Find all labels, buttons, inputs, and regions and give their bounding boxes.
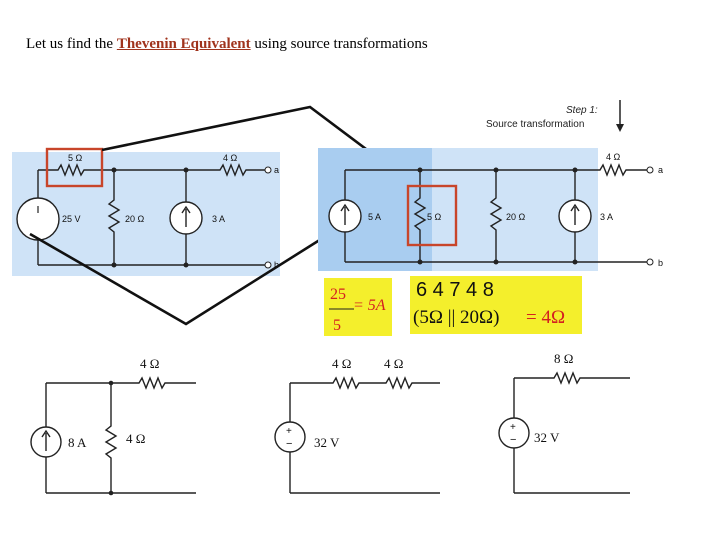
circuit-bottom3: + − 8 Ω 32 V (498, 351, 630, 494)
calc-resistance-top: 6 4 7 4 8 (416, 279, 494, 301)
label-8a: 8 A (68, 435, 87, 450)
calc-current-result: = 5A (353, 297, 386, 314)
label-5a: 5 A (368, 212, 381, 222)
label-5ohm: 5 Ω (68, 153, 83, 163)
label-5ohm-step1: 5 Ω (427, 212, 442, 222)
heading-highlight: Thevenin Equivalent (116, 36, 251, 52)
highlight-box-original (45, 147, 104, 188)
plus-sign-b3: + (510, 422, 516, 433)
label-3a-step1: 3 A (600, 212, 613, 222)
circuit-original: 5 Ω 4 Ω 25 V 20 Ω 3 A a b (12, 147, 280, 276)
label-4ohm-b1: 4 Ω (140, 356, 159, 371)
label-3a: 3 A (212, 214, 225, 224)
label-4ohm-b2a: 4 Ω (332, 356, 351, 371)
calc-resistance-expression: (5Ω || 20Ω) (413, 307, 500, 328)
calc-denominator: 5 (333, 317, 341, 334)
label-20ohm-step1: 20 Ω (506, 212, 526, 222)
step-subtitle: Source transformation (486, 119, 584, 130)
circuit-bottom1: 4 Ω 8 A 4 Ω (30, 356, 196, 496)
voltage-source-25v (16, 197, 60, 241)
calc-numerator: 25 (330, 286, 346, 303)
slide-heading: Let us find the Thevenin Equivalent usin… (26, 36, 428, 53)
label-32v-b2: 32 V (314, 435, 340, 450)
label-4ohm: 4 Ω (223, 153, 238, 163)
node-b-step1: b (658, 258, 663, 268)
voltage-source-32v-b3 (498, 417, 530, 449)
step-label: Step 1: Source transformation (486, 100, 624, 132)
label-8ohm: 8 Ω (554, 351, 573, 366)
heading-suffix: using source transformations (250, 36, 428, 52)
minus-sign-b3: − (510, 434, 516, 446)
label-4ohm-b2b: 4 Ω (384, 356, 403, 371)
label-32v-b3: 32 V (534, 430, 560, 445)
node-b-original: b (274, 260, 279, 270)
minus-sign-b2: − (286, 438, 292, 450)
calc-resistance-result: = 4Ω (526, 307, 565, 328)
node-a-step1: a (658, 165, 663, 175)
plus-sign-b2: + (286, 426, 292, 437)
node-a-original: a (274, 165, 279, 175)
highlight-box-step1 (406, 184, 458, 247)
circuit-step1: 5 A 5 Ω 20 Ω 3 A 4 Ω a b (318, 148, 663, 271)
heading-prefix: Let us find the (26, 36, 117, 52)
label-20ohm: 20 Ω (125, 214, 145, 224)
step-title: Step 1: (566, 105, 598, 116)
label-4ohm-step1: 4 Ω (606, 152, 621, 162)
label-25v: 25 V (62, 214, 81, 224)
calc-resistance-box: 6 4 7 4 8 (5Ω || 20Ω) = 4Ω (410, 276, 582, 334)
calc-current-box: 25 = 5A 5 (324, 278, 392, 336)
label-4ohm-shunt: 4 Ω (126, 431, 145, 446)
voltage-source-32v-b2 (274, 421, 306, 453)
circuit-bottom2: + − 4 Ω 4 Ω 32 V (274, 356, 440, 494)
